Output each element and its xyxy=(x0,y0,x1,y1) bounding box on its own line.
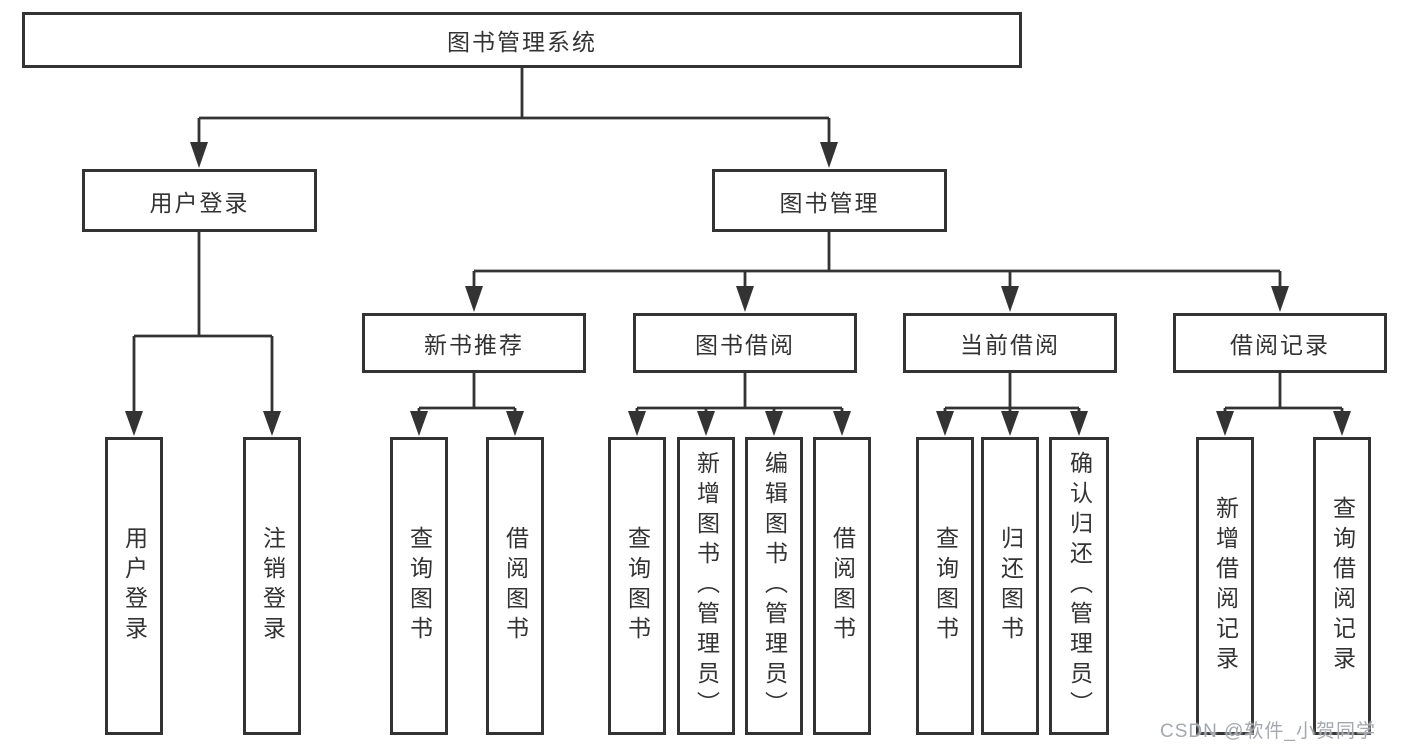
leaf-br-add-record: 新增借阅记录 xyxy=(1196,437,1254,735)
wire-login-branch xyxy=(132,232,274,412)
leaf-bb-add-book-admin: 新增图书（管理员） xyxy=(677,437,735,735)
leaf-bb-edit-book-admin: 编辑图书（管理员） xyxy=(745,437,803,735)
leaf-nb-borrow-book-label: 借阅图书 xyxy=(502,526,529,646)
leaf-user-login: 用户登录 xyxy=(105,437,163,735)
wire-currentborrow-branch xyxy=(943,373,1081,413)
leaf-bb-borrow-book: 借阅图书 xyxy=(813,437,871,735)
leaf-logout-label: 注销登录 xyxy=(259,526,286,646)
leaf-br-add-record-label: 新增借阅记录 xyxy=(1212,496,1239,676)
node-current-borrow-label: 当前借阅 xyxy=(960,332,1060,358)
node-book-mgmt-label: 图书管理 xyxy=(779,189,880,216)
leaf-bb-add-book-admin-label: 新增图书（管理员） xyxy=(693,451,720,721)
node-book-mgmt: 图书管理 xyxy=(712,169,947,232)
leaf-cb-return-book: 归还图书 xyxy=(981,437,1039,735)
leaf-br-query-record-label: 查询借阅记录 xyxy=(1329,496,1356,676)
node-login-branch: 用户登录 xyxy=(82,169,317,232)
leaf-cb-query-book: 查询图书 xyxy=(916,437,974,735)
node-book-borrow-label: 图书借阅 xyxy=(695,332,795,358)
node-system-label: 图书管理系统 xyxy=(447,29,597,55)
leaf-cb-return-book-label: 归还图书 xyxy=(997,526,1024,646)
node-system: 图书管理系统 xyxy=(22,12,1022,68)
node-borrow-record-label: 借阅记录 xyxy=(1230,332,1330,358)
leaf-user-login-label: 用户登录 xyxy=(121,526,148,646)
node-book-borrow: 图书借阅 xyxy=(633,313,857,373)
arrowheads xyxy=(125,142,1351,436)
node-new-book-rec: 新书推荐 xyxy=(362,313,586,373)
wire-borrowrecord-branch xyxy=(1223,373,1344,413)
node-login-branch-label: 用户登录 xyxy=(149,189,250,216)
leaf-cb-confirm-return-admin-label: 确认归还（管理员） xyxy=(1066,451,1093,721)
wire-newbookrec-branch xyxy=(417,373,517,413)
leaf-nb-query-book: 查询图书 xyxy=(390,437,448,735)
leaf-nb-query-book-label: 查询图书 xyxy=(406,526,433,646)
leaf-cb-confirm-return-admin: 确认归还（管理员） xyxy=(1049,437,1109,735)
leaf-bb-borrow-book-label: 借阅图书 xyxy=(829,526,856,646)
wire-bookborrow-branch xyxy=(635,373,844,413)
node-borrow-record: 借阅记录 xyxy=(1173,313,1387,373)
node-new-book-rec-label: 新书推荐 xyxy=(424,332,524,358)
wire-root-to-level2 xyxy=(197,68,831,144)
wire-bookmgmt-branch xyxy=(472,232,1282,288)
node-current-borrow: 当前借阅 xyxy=(903,313,1117,373)
leaf-br-query-record: 查询借阅记录 xyxy=(1313,437,1371,735)
leaf-cb-query-book-label: 查询图书 xyxy=(932,526,959,646)
leaf-bb-edit-book-admin-label: 编辑图书（管理员） xyxy=(761,451,788,721)
leaf-nb-borrow-book: 借阅图书 xyxy=(486,437,544,735)
leaf-bb-query-book-label: 查询图书 xyxy=(624,526,651,646)
watermark: CSDN @软件_小贺同学 xyxy=(1160,721,1376,742)
leaf-logout: 注销登录 xyxy=(243,437,301,735)
leaf-bb-query-book: 查询图书 xyxy=(608,437,666,735)
